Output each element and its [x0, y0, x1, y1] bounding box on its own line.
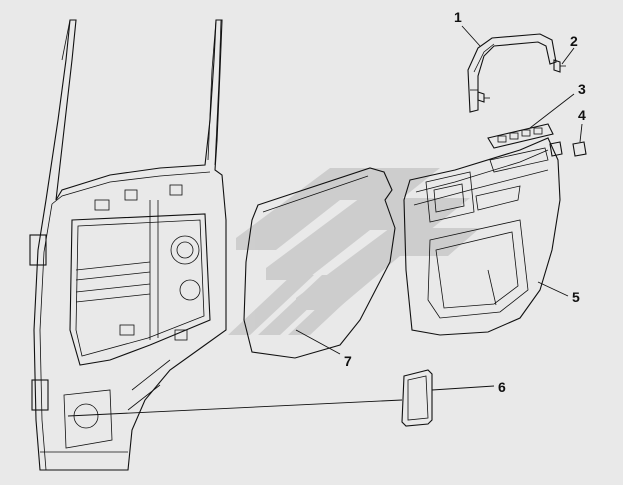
door-trim-panel [403, 137, 561, 336]
cap [549, 141, 587, 157]
door-frame [29, 19, 227, 471]
callout-3: 3 [578, 81, 586, 97]
leader-lines [67, 25, 583, 417]
callout-6: 6 [498, 379, 506, 395]
callout-4: 4 [578, 107, 586, 123]
water-shield-film [243, 167, 396, 359]
callout-5: 5 [572, 289, 580, 305]
speaker-cover [401, 369, 433, 427]
callout-7: 7 [344, 353, 352, 369]
callout-2: 2 [570, 33, 578, 49]
screws [477, 59, 566, 103]
grab-handle [467, 33, 557, 113]
watermark-logo [228, 168, 480, 335]
window-switch-panel [487, 123, 554, 149]
callout-1: 1 [454, 9, 462, 25]
